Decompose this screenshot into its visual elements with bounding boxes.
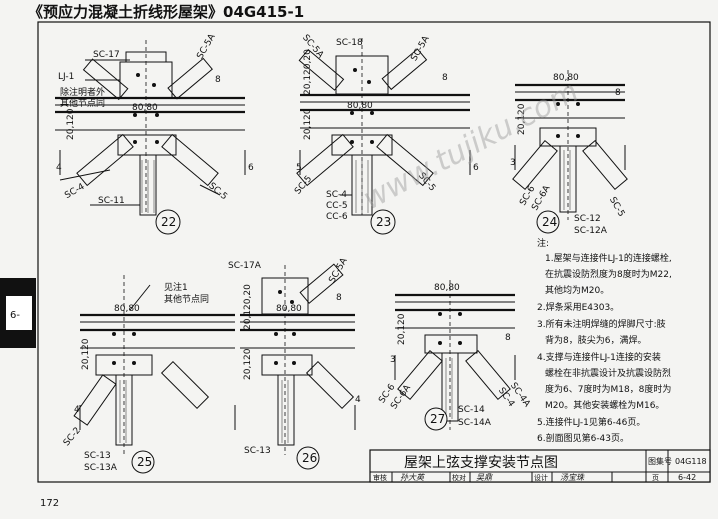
note-line-4: 2.焊条采用E4303。 bbox=[537, 301, 619, 313]
d26-dim-2012020: 20,120,20 bbox=[243, 284, 253, 330]
d23-label-6: 6 bbox=[473, 163, 479, 173]
d22-note-line1: 除注明者外 bbox=[60, 86, 105, 98]
d25-label-4: 4 bbox=[74, 405, 80, 415]
detail-27-number: 27 bbox=[430, 412, 445, 426]
note-line-6: 背为8，肢尖为6，满焊。 bbox=[545, 334, 646, 346]
note-line-8: 螺栓在非抗震设计及抗震设防烈 bbox=[545, 367, 671, 379]
detail-24 bbox=[512, 70, 628, 234]
d27-label-3: 3 bbox=[390, 355, 396, 365]
d27-dim-8080: 80,80 bbox=[434, 283, 460, 293]
d22-note-line2: 其他节点同 bbox=[60, 97, 105, 109]
d22-label-sc5: SC-5 bbox=[206, 181, 229, 202]
d23-dim-20120: 20,120 bbox=[303, 108, 313, 140]
d25-dim-20120: 20,120 bbox=[81, 338, 91, 370]
note-line-11: 5.连接件LJ-1见第6-46页。 bbox=[537, 416, 645, 428]
d24-label-8: 8 bbox=[615, 88, 621, 98]
check-label: 校对 bbox=[452, 473, 466, 482]
detail-27 bbox=[394, 280, 516, 431]
d26-label-8: 8 bbox=[336, 293, 342, 303]
check-name: 吴鼎 bbox=[476, 473, 493, 482]
note-line-9: 度为6、7度时为M18，8度时为 bbox=[545, 383, 671, 395]
d26-label-4: 4 bbox=[355, 395, 361, 405]
d22-dim-20120: 20,120 bbox=[66, 108, 76, 140]
atlas-no: 04G118 bbox=[675, 457, 707, 466]
d27-dim-20120: 20,120 bbox=[397, 313, 407, 345]
detail-25-number: 25 bbox=[137, 455, 152, 469]
d25-note-line1: 见注1 bbox=[164, 281, 188, 293]
page-label: 页 bbox=[652, 474, 659, 482]
design-label: 设计 bbox=[534, 473, 548, 482]
d23-label-sc5-left: SC-5 bbox=[293, 174, 314, 197]
d27-label-8: 8 bbox=[505, 333, 511, 343]
detail-26-number: 26 bbox=[302, 451, 317, 465]
d27-label-sc14a: SC-14A bbox=[458, 418, 492, 428]
side-tab-box bbox=[6, 296, 32, 330]
detail-22 bbox=[55, 40, 246, 235]
d27-label-sc14: SC-14 bbox=[458, 405, 485, 415]
note-line-3: 其他均为M20。 bbox=[545, 284, 609, 296]
d23-label-cc5: CC-5 bbox=[326, 201, 348, 211]
d25-dim-8080: 80,80 bbox=[114, 304, 140, 314]
detail-24-number: 24 bbox=[542, 215, 557, 229]
detail-23 bbox=[296, 38, 471, 235]
d23-label-8: 8 bbox=[442, 73, 448, 83]
side-tab-label: 6- bbox=[10, 310, 20, 321]
d24-label-3: 3 bbox=[510, 158, 516, 168]
d22-label-sc17: SC-17 bbox=[93, 50, 120, 60]
d22-label-sc11: SC-11 bbox=[98, 196, 125, 206]
note-line-5: 3.所有未注明焊缝的焊脚尺寸:肢 bbox=[537, 318, 666, 330]
notes-heading: 注: bbox=[537, 237, 549, 249]
d26-label-sc13: SC-13 bbox=[244, 446, 271, 456]
review-label: 审核 bbox=[373, 473, 387, 482]
d22-label-4: 4 bbox=[56, 163, 62, 173]
atlas-header-title: 《预应力混凝土折线形屋架》04G415-1 bbox=[28, 3, 304, 21]
d24-label-sc12: SC-12 bbox=[574, 214, 601, 224]
d24-label-sc12a: SC-12A bbox=[574, 226, 608, 236]
note-line-12: 6.剖面图见第6-43页。 bbox=[537, 432, 629, 444]
d25-note-line2: 其他节点同 bbox=[164, 293, 209, 305]
page-number: 172 bbox=[40, 498, 59, 509]
d23-dim-8080: 80,80 bbox=[347, 101, 373, 111]
d23-label-sc5a-right: SC-5A bbox=[409, 34, 432, 63]
d24-label-sc5: SC-5 bbox=[607, 196, 626, 219]
review-name: 孙大英 bbox=[400, 473, 425, 482]
d23-label-sc18: SC-18 bbox=[336, 38, 363, 48]
note-line-7: 4.支撑与连接件LJ-1连接的安装 bbox=[537, 351, 661, 363]
drawing-title: 屋架上弦支撑安装节点图 bbox=[404, 455, 558, 471]
d22-label-sc5a: SC-5A bbox=[195, 32, 218, 61]
d23-dim-2012020: 20,120,20 bbox=[303, 49, 313, 95]
d22-dim-8080: 80,80 bbox=[132, 103, 158, 113]
d25-label-sc13a: SC-13A bbox=[84, 463, 118, 473]
note-line-1: 1.屋架与连接件LJ-1的连接螺栓, bbox=[545, 252, 672, 264]
d23-label-cc6: CC-6 bbox=[326, 212, 348, 222]
d26-dim-20120: 20,120 bbox=[243, 348, 253, 380]
d25-label-sc13: SC-13 bbox=[84, 451, 111, 461]
note-line-2: 在抗震设防烈度为8度时为M22, bbox=[545, 268, 672, 280]
detail-23-number: 23 bbox=[376, 215, 391, 229]
d22-label-lj1: LJ-1 bbox=[58, 72, 74, 82]
d23-label-5: 5 bbox=[296, 163, 302, 173]
d24-dim-8080: 80,80 bbox=[553, 73, 579, 83]
d26-label-sc5a: SC-5A bbox=[327, 256, 350, 285]
title-block bbox=[369, 449, 711, 483]
detail-25 bbox=[73, 275, 236, 474]
d23-label-sc4: SC-4 bbox=[326, 190, 347, 200]
d26-label-sc17a: SC-17A bbox=[228, 261, 262, 271]
detail-26 bbox=[240, 263, 356, 470]
design-name: 汤宝珠 bbox=[560, 473, 585, 482]
note-line-10: M20。其他安装螺栓为M16。 bbox=[545, 399, 664, 411]
d24-dim-20120: 20,120 bbox=[517, 103, 527, 135]
d26-dim-8080: 80,80 bbox=[276, 304, 302, 314]
d22-label-6: 6 bbox=[248, 163, 254, 173]
drawing-frame bbox=[37, 21, 711, 483]
atlas-no-label: 图集号 bbox=[648, 456, 672, 466]
d22-label-8: 8 bbox=[215, 75, 221, 85]
d22-label-sc4: SC-4 bbox=[63, 182, 86, 201]
page-value: 6-42 bbox=[678, 473, 696, 482]
detail-22-number: 22 bbox=[161, 215, 176, 229]
